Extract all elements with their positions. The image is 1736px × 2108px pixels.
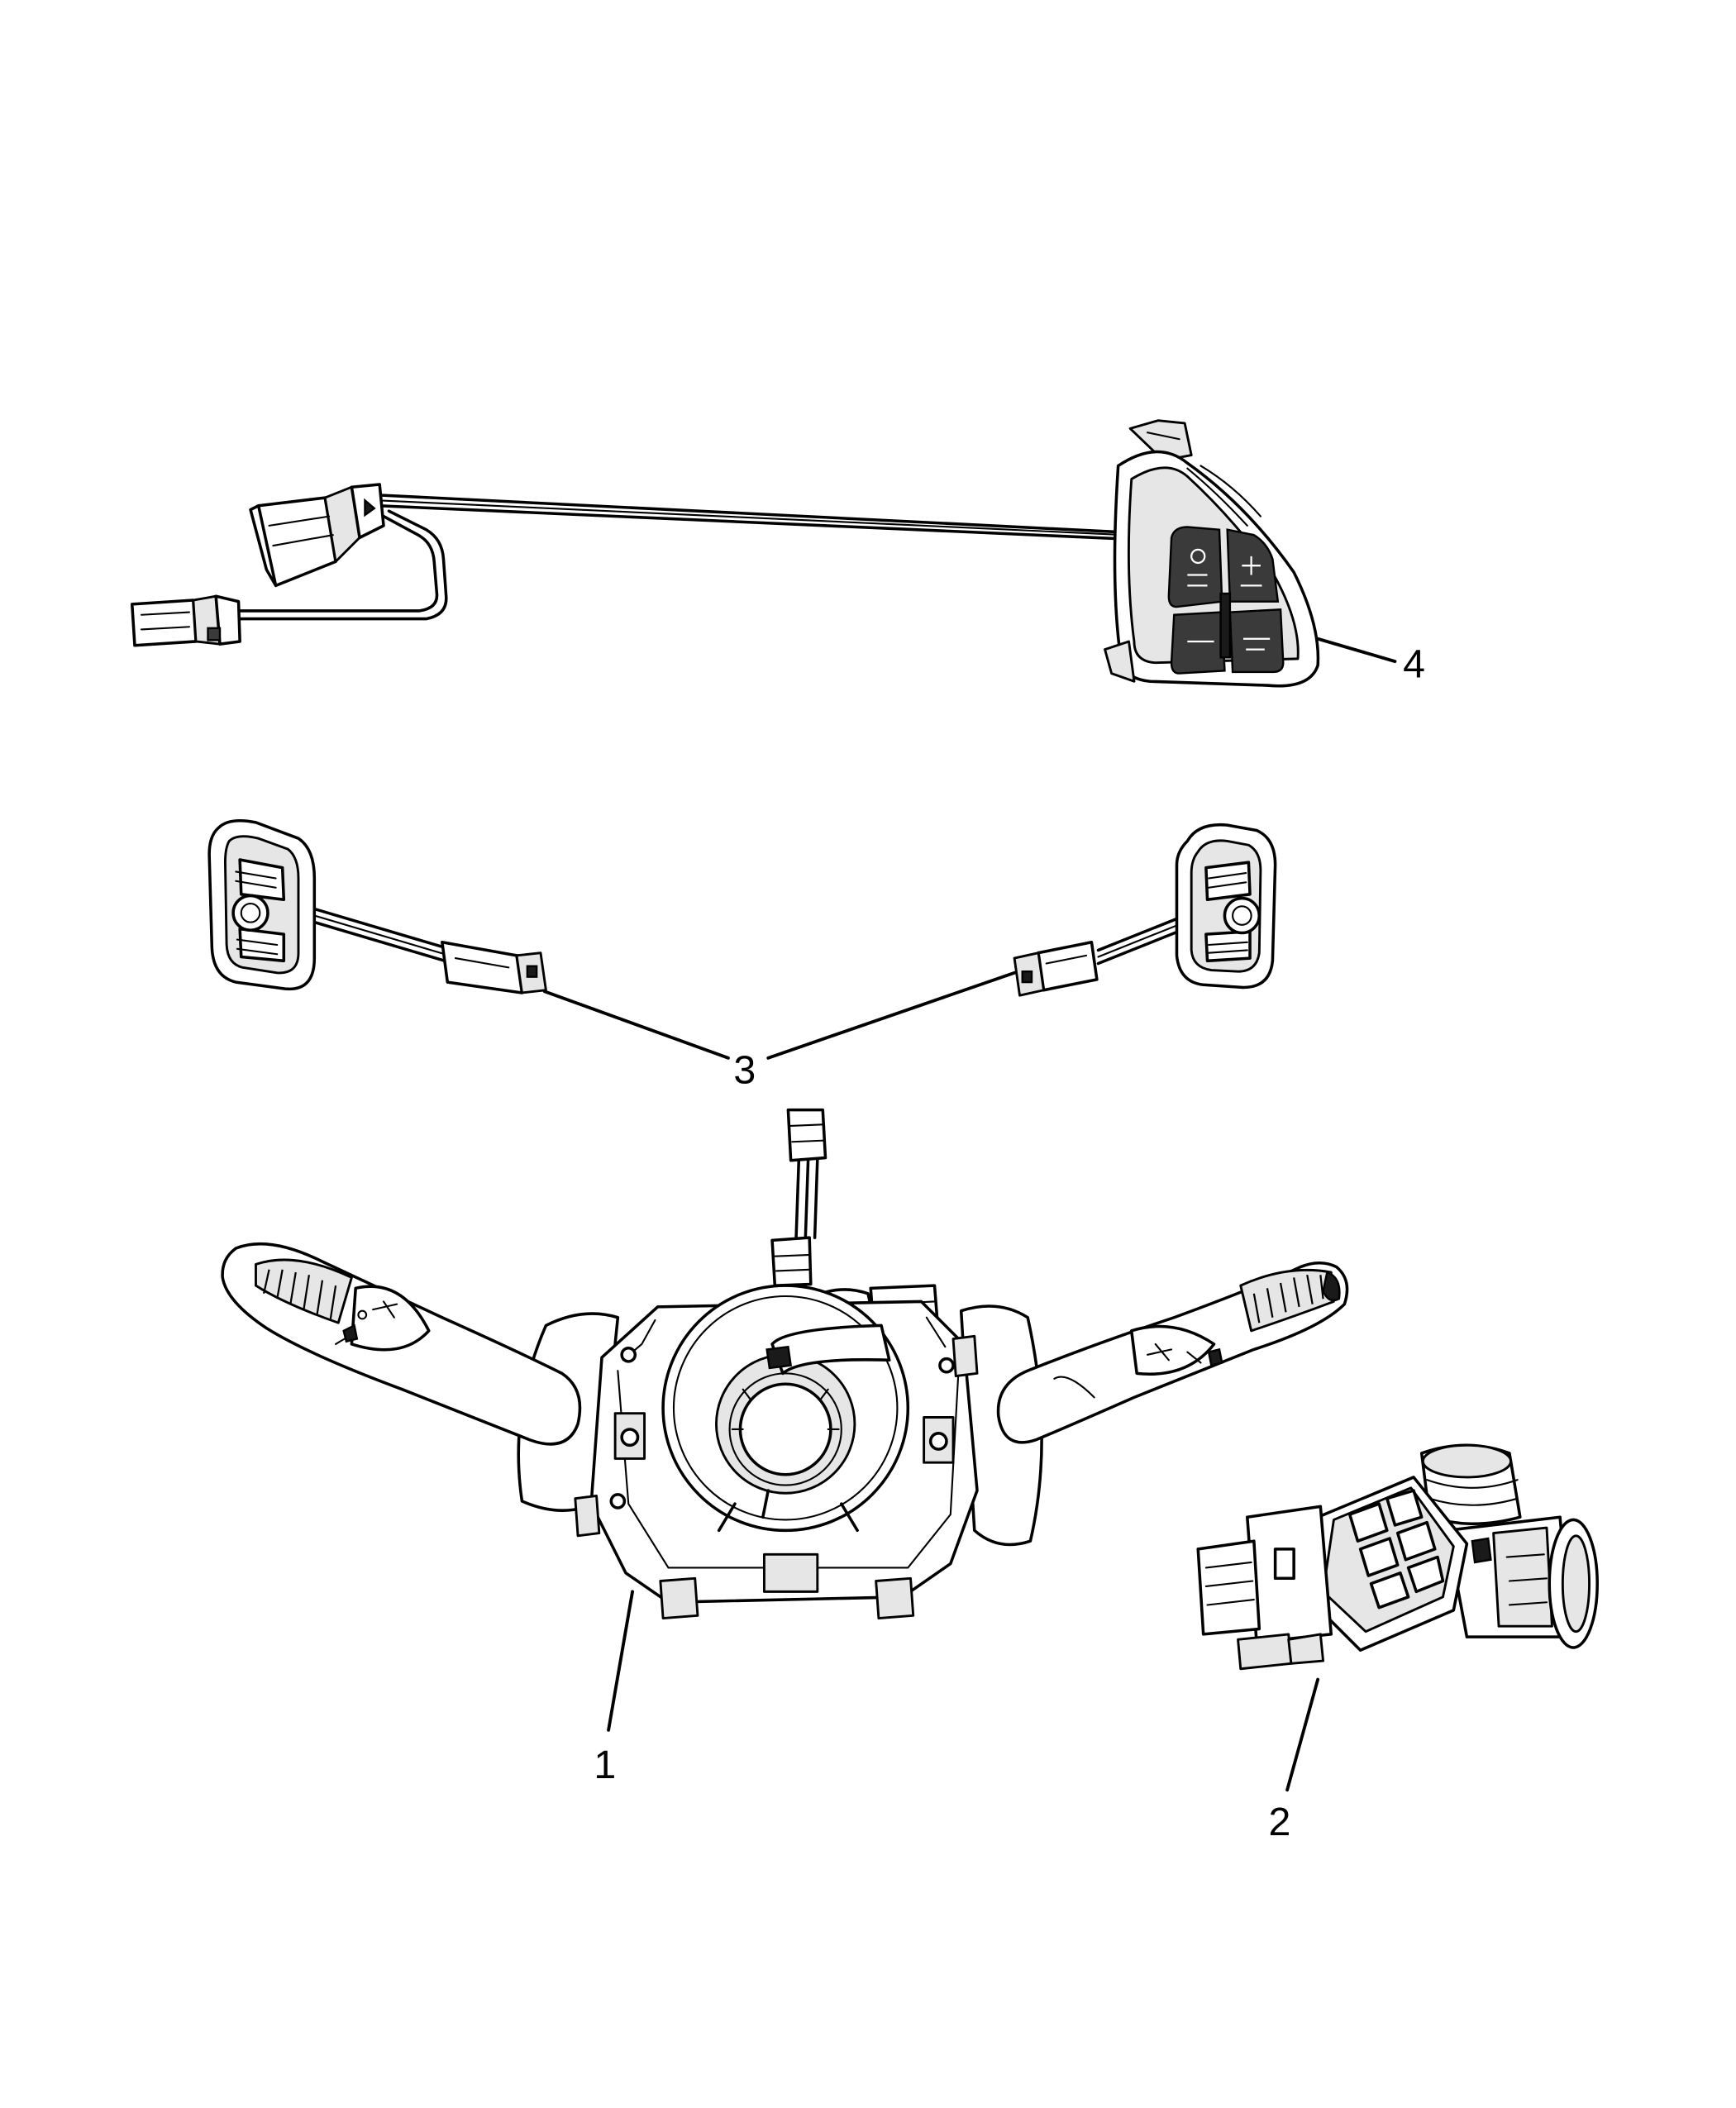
ignition-switch-connector xyxy=(1196,1505,1333,1671)
stalk-lever-right xyxy=(996,1261,1349,1444)
pad-button-top-left xyxy=(1167,526,1223,608)
control-pad-buttons xyxy=(1167,526,1285,675)
leader-line-2 xyxy=(1285,1677,1320,1792)
pad-button-legend-marks xyxy=(1187,548,1271,651)
clock-spring-ring xyxy=(661,1284,910,1533)
ignition-switch-barrel xyxy=(1445,1515,1599,1649)
pad-button-bottom-left xyxy=(1170,611,1226,675)
harness-connector-upper xyxy=(249,483,385,588)
paddle-knob-left xyxy=(231,894,269,932)
paddle-switch-left xyxy=(207,819,547,994)
callout-4: 4 xyxy=(1403,641,1425,686)
ignition-switch-keys xyxy=(1347,1489,1445,1610)
ignition-switch-key-plate xyxy=(1305,1476,1469,1652)
housing-window-left xyxy=(613,1412,646,1460)
leader-line-4 xyxy=(1316,637,1397,664)
harness-wires-4 xyxy=(238,494,1127,621)
paddle-connector-right xyxy=(1013,941,1099,997)
stalk-right-grip-ridges xyxy=(1239,1268,1335,1333)
callout-2: 2 xyxy=(1269,1800,1291,1844)
paddle-switch-right xyxy=(1013,823,1277,997)
stalk-left-grip-ridges xyxy=(255,1258,353,1324)
leader-line-3-right xyxy=(766,971,1017,1060)
stalk-lever-left xyxy=(221,1242,582,1446)
leader-line-1 xyxy=(607,1590,634,1732)
steering-column-bore xyxy=(738,1382,832,1476)
stalk-switch-assembly xyxy=(221,1108,1349,1620)
callout-3: 3 xyxy=(733,1047,756,1092)
leader-line-3-left xyxy=(542,990,730,1060)
housing-window-right xyxy=(923,1416,955,1464)
callout-1: 1 xyxy=(594,1743,616,1787)
pad-button-bottom-right xyxy=(1228,608,1285,674)
control-pad-4 xyxy=(130,419,1320,688)
ignition-switch xyxy=(1196,1443,1599,1671)
pad-divider-strip xyxy=(1219,592,1232,659)
harness-connector-lower xyxy=(130,594,241,647)
paddle-knob-right xyxy=(1223,896,1261,935)
ignition-switch-drum xyxy=(1419,1443,1522,1525)
paddle-connector-left xyxy=(441,941,547,994)
